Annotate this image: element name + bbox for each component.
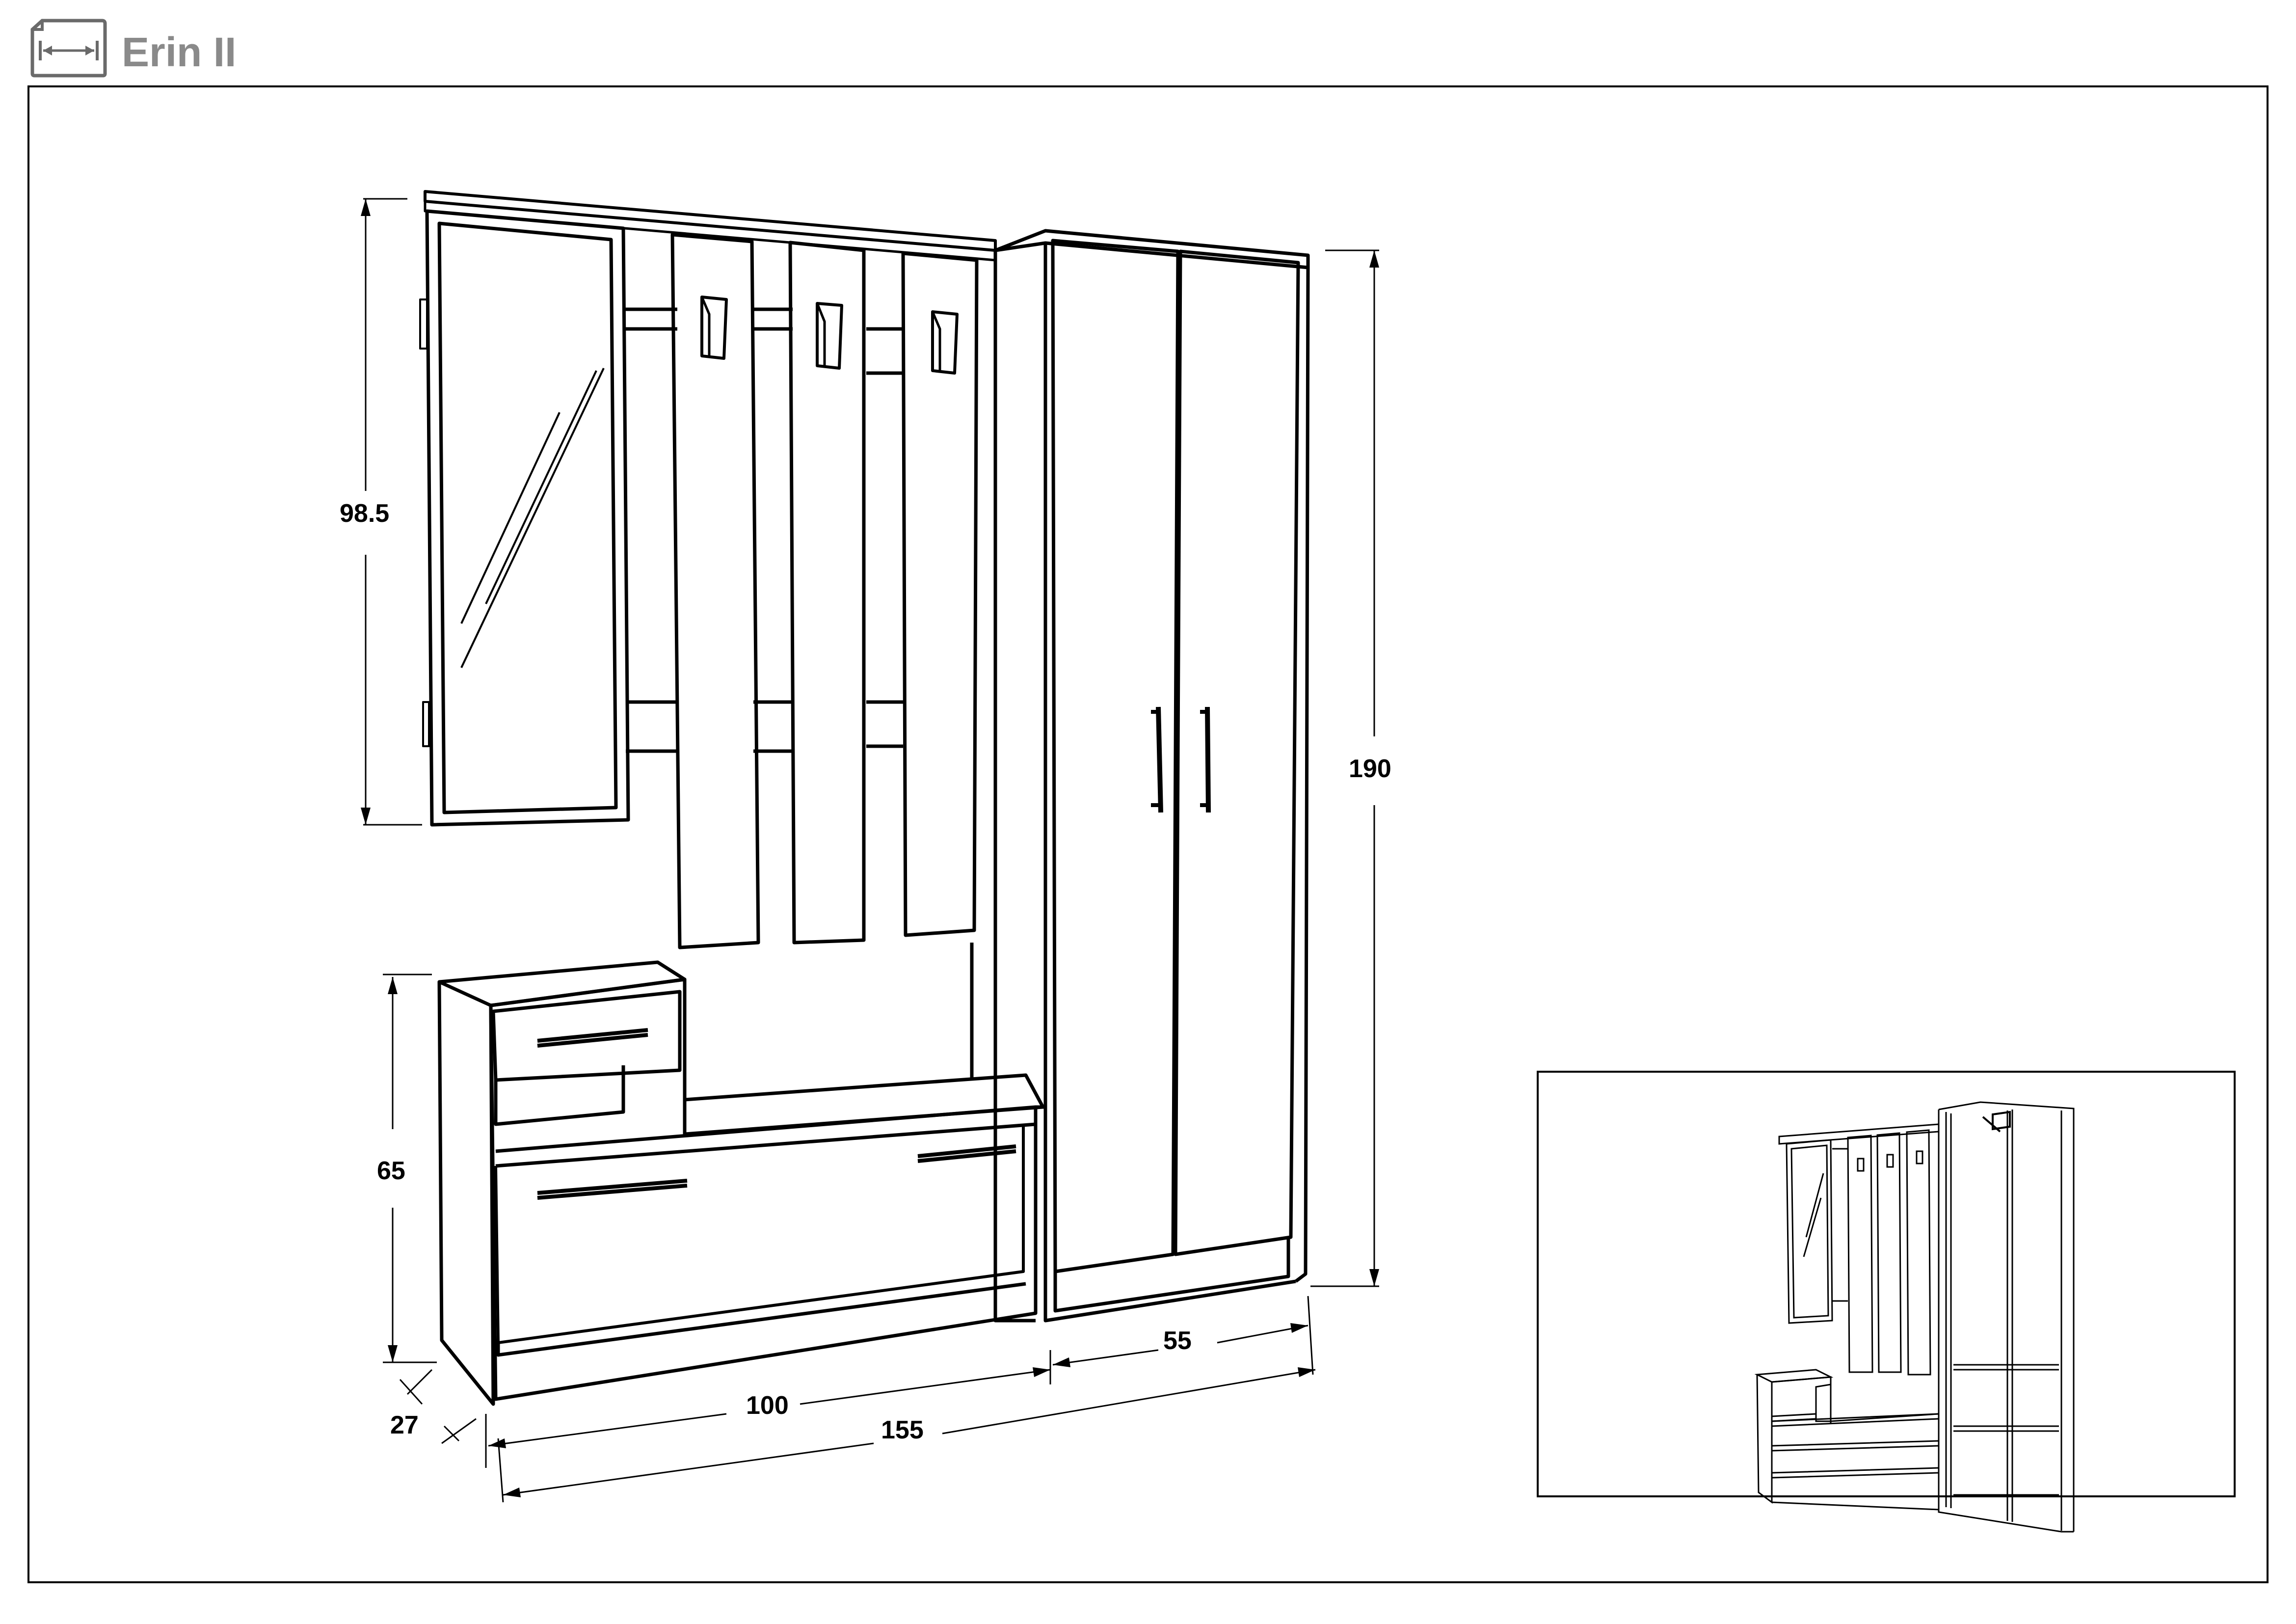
header: Erin II [28, 19, 421, 80]
coat-hanger-plates [670, 233, 979, 949]
dim-label-depth: 27 [390, 1411, 419, 1439]
dim-label-wardrobe-width: 55 [1163, 1326, 1192, 1355]
dim-label-bench-width: 100 [746, 1391, 789, 1420]
dim-label-bench-height: 65 [377, 1157, 405, 1185]
wardrobe [993, 229, 1310, 1323]
inset-frame [1537, 1071, 2236, 1497]
dimension-lines [361, 198, 1379, 1503]
dim-label-total-width: 155 [881, 1416, 924, 1444]
inset-view [1537, 1071, 2236, 1533]
dim-label-mirror-height: 98.5 [340, 499, 389, 528]
outer-frame [27, 85, 2269, 1583]
mirror-panel [419, 209, 630, 827]
shoe-bench [437, 960, 1047, 1406]
dimensions-icon [30, 19, 107, 78]
main-view [419, 190, 1310, 1406]
product-title: Erin II [122, 29, 237, 75]
dim-label-total-height: 190 [1349, 755, 1391, 783]
